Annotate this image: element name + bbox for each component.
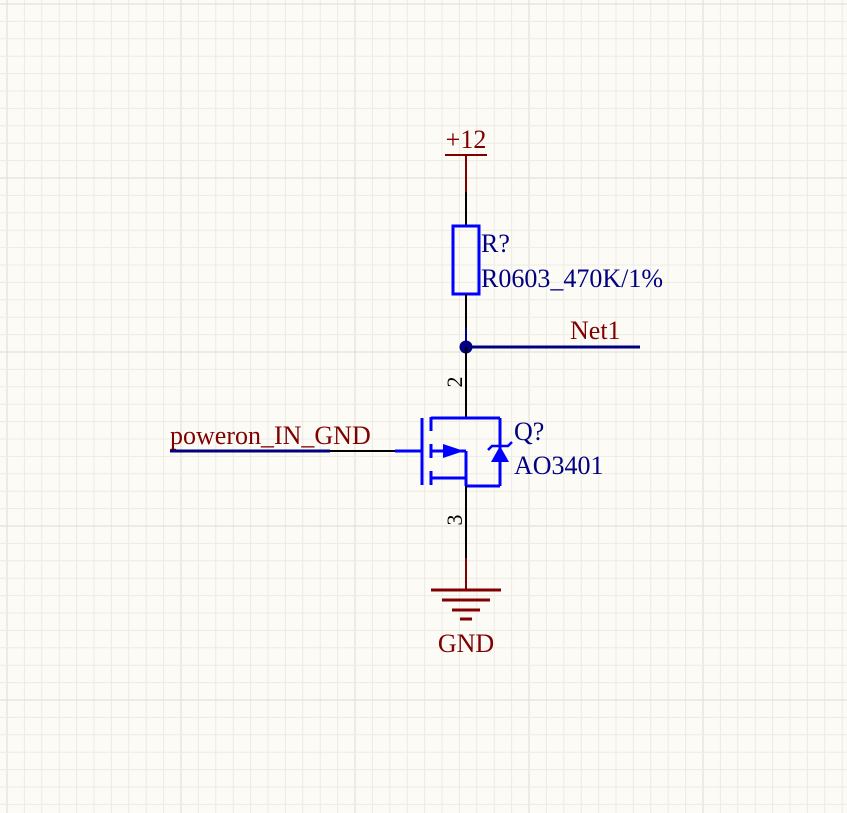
mosfet-pin-2-number: 2 — [442, 377, 467, 388]
body-diode-icon — [491, 446, 509, 462]
resistor-value: R0603_470K/1% — [481, 264, 663, 293]
resistor-designator: R? — [481, 229, 510, 258]
mosfet-pin-3-number: 3 — [442, 515, 467, 526]
ground-port[interactable]: GND — [431, 558, 501, 658]
input-net-wire[interactable]: poweron_IN_GND — [170, 421, 395, 453]
mosfet-designator: Q? — [514, 417, 544, 446]
power-port-12v[interactable]: +12 — [445, 125, 487, 192]
ground-label: GND — [438, 629, 494, 658]
power-port-label: +12 — [446, 125, 487, 154]
resistor-body — [451, 224, 481, 296]
net1-label: Net1 — [570, 316, 621, 345]
resistor[interactable]: R? R0603_470K/1% — [451, 192, 663, 328]
input-net-label: poweron_IN_GND — [170, 421, 371, 450]
mosfet-value: AO3401 — [514, 451, 604, 480]
mosfet-arrow-icon — [443, 444, 464, 458]
mosfet-q[interactable]: 2 3 Q? AO3401 — [395, 347, 604, 558]
